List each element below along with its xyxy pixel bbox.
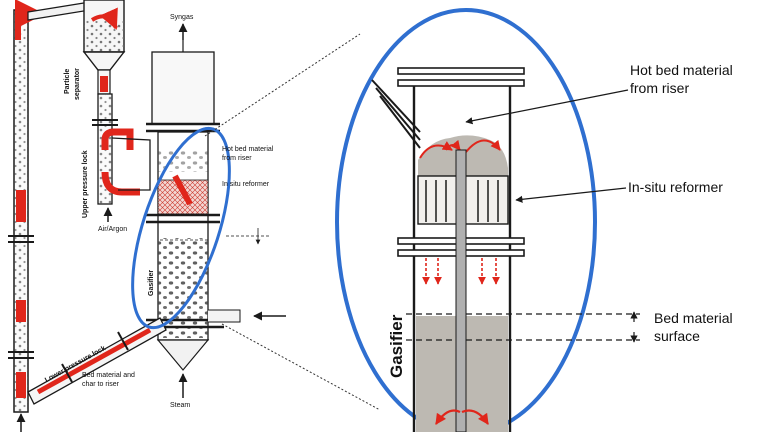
label-particle-separator-2: separator: [74, 68, 81, 100]
lower-pressure-lock: [27, 317, 167, 405]
label-hot-bed-small-2: from riser: [222, 155, 252, 162]
riser-top-pipe: [27, 1, 91, 21]
particle-separator: [82, 0, 126, 95]
label-syngas: Syngas: [170, 14, 194, 21]
zoom-line-top: [204, 33, 361, 137]
label-bed-char-2: char to riser: [82, 381, 119, 388]
label-bed-surface-2: surface: [654, 328, 700, 344]
gasifier-small: [146, 23, 286, 398]
label-steam: Steam: [170, 402, 191, 409]
label-insitu-small: In situ reformer: [222, 181, 270, 188]
label-hot-bed-big-2: from riser: [630, 80, 690, 96]
label-hot-bed-small-1: Hot bed material: [222, 146, 274, 153]
label-gasifier-big: Gasifier: [387, 314, 406, 378]
upper-pressure-lock: [92, 93, 151, 222]
label-particle-separator-1: Particle: [64, 68, 71, 94]
label-upper-pressure-lock: Upper pressure lock: [82, 150, 89, 218]
label-air-argon: Air/Argon: [98, 226, 128, 233]
riser-pipe: [8, 0, 45, 432]
detail-view: [335, 8, 640, 432]
label-bed-surface-1: Bed material: [654, 310, 733, 326]
label-hot-bed-big-1: Hot bed material: [630, 62, 733, 78]
detail-ellipse-small: [131, 126, 231, 330]
label-gasifier-small: Gasifier: [148, 269, 155, 296]
label-bed-char-1: Bed material and: [82, 372, 135, 379]
label-insitu-big: In-situ reformer: [628, 179, 723, 195]
zoom-line-bottom: [221, 323, 381, 411]
